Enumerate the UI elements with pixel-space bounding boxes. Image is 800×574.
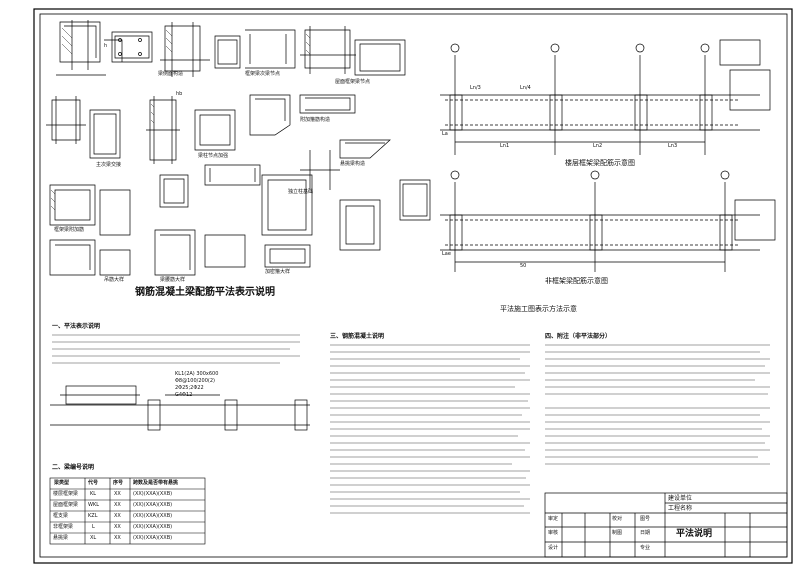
dim-label: Ln2 [593, 143, 603, 149]
detail-label: 悬挑梁构造 [340, 161, 366, 167]
grid-bubbles-2 [450, 170, 730, 180]
inner-border [39, 13, 788, 558]
dim-label: hb [176, 91, 183, 97]
dim-label: Ln/4 [520, 85, 531, 91]
detail-label: 附加箍筋构造 [300, 117, 331, 123]
table-cell: 框支梁 [53, 513, 69, 519]
beam-elevation-1 [440, 39, 771, 155]
beam-example-title-3: 平法施工图表示方法示意 [500, 305, 577, 313]
beam-code-table-grid [49, 477, 206, 545]
beam-mark: Φ8@100/200(2) [175, 378, 215, 384]
title-block-label: 设计 [548, 545, 559, 551]
note-lines [52, 334, 770, 514]
section-3-heading: 三、钢筋混凝土说明 [330, 333, 385, 340]
beam-mark: 2Φ25;2Φ22 [175, 385, 204, 391]
detail-label: 屋面框架梁节点 [335, 79, 371, 85]
table-header-cell: 序号 [113, 480, 124, 486]
detail-label: 主次梁交接 [96, 162, 122, 168]
table-cell: XX [114, 535, 121, 541]
beam-mark: G4Φ12 [175, 392, 193, 398]
table-cell: 楼层框架梁 [53, 491, 79, 497]
dim-label: Ln3 [668, 143, 678, 149]
hatch-accents [50, 27, 311, 211]
title-block-row2-label: 工程名称 [668, 505, 693, 512]
section-2-heading: 二、梁编号说明 [52, 464, 95, 471]
title-block-label: 校对 [612, 516, 623, 522]
dim-label: Ln/3 [470, 85, 481, 91]
table-cell: XX [114, 491, 121, 497]
title-block-label: 图号 [640, 516, 651, 522]
beam-mark: KL1(2A) 300x600 [175, 371, 219, 377]
table-cell: (XX)(XXA)(XXB) [133, 535, 173, 541]
table-cell: 悬挑梁 [53, 535, 69, 541]
table-header-cell: 代号 [88, 480, 99, 486]
main-title: 钢筋混凝土梁配筋平法表示说明 [135, 287, 275, 298]
dim-label: Lae [442, 251, 451, 257]
table-cell: XX [114, 502, 121, 508]
detail-label: 框架梁附加筋 [54, 227, 85, 233]
table-cell: XL [90, 535, 97, 541]
title-block-label: 制图 [612, 530, 623, 536]
table-cell: KZL [88, 513, 98, 519]
title-block-row1-label: 建设单位 [668, 495, 693, 502]
beam-example-title-2: 非框架梁配筋示意图 [545, 277, 608, 285]
detail-label: 加密箍大样 [265, 269, 291, 275]
grid-bubbles-1 [450, 43, 710, 53]
table-cell: (XX)(XXA)(XXB) [133, 491, 173, 497]
outer-border [33, 8, 793, 564]
title-block-grid [544, 492, 788, 558]
table-cell: WKL [88, 502, 100, 508]
title-block-label: 审定 [548, 516, 559, 522]
plan-notation-diagram [50, 385, 310, 431]
table-cell: 屋面框架梁 [53, 502, 79, 508]
detail-cluster-left [46, 20, 431, 276]
table-cell: XX [114, 513, 121, 519]
dim-label: 50 [520, 263, 527, 269]
section-4-heading: 四、附注（非平法部分） [545, 333, 612, 340]
detail-label: 梁侧面构造 [158, 71, 184, 77]
table-cell: KL [90, 491, 97, 497]
table-cell: (XX)(XXA)(XXB) [133, 513, 173, 519]
beam-elevation-2 [440, 182, 776, 272]
table-cell: XX [114, 524, 121, 530]
title-block-label: 日期 [640, 530, 651, 536]
detail-label: 框架梁次梁节点 [245, 71, 281, 77]
detail-label: 吊筋大样 [104, 277, 125, 283]
section-1-heading: 一、平法表示说明 [52, 323, 101, 330]
table-cell: (XX)(XXA)(XXB) [133, 502, 173, 508]
table-header-cell: 跨数及是否带有悬挑 [133, 480, 179, 486]
detail-label: 梁柱节点加强 [198, 153, 229, 159]
dim-label: h [104, 43, 108, 49]
table-cell: L [92, 524, 95, 530]
detail-label: 梁腰筋大样 [160, 277, 186, 283]
table-header-cell: 梁类型 [54, 480, 70, 486]
detail-label: 独立柱基础 [288, 189, 314, 195]
title-block-label: 专业 [640, 545, 651, 551]
dim-label: Ln1 [500, 143, 510, 149]
table-cell: (XX)(XXA)(XXB) [133, 524, 173, 530]
beam-example-title-1: 楼层框架梁配筋示意图 [565, 159, 635, 167]
table-cell: 非框架梁 [53, 524, 74, 530]
drawing-name: 平法说明 [676, 529, 713, 539]
dim-label: La [442, 131, 448, 137]
title-block-label: 审核 [548, 530, 559, 536]
